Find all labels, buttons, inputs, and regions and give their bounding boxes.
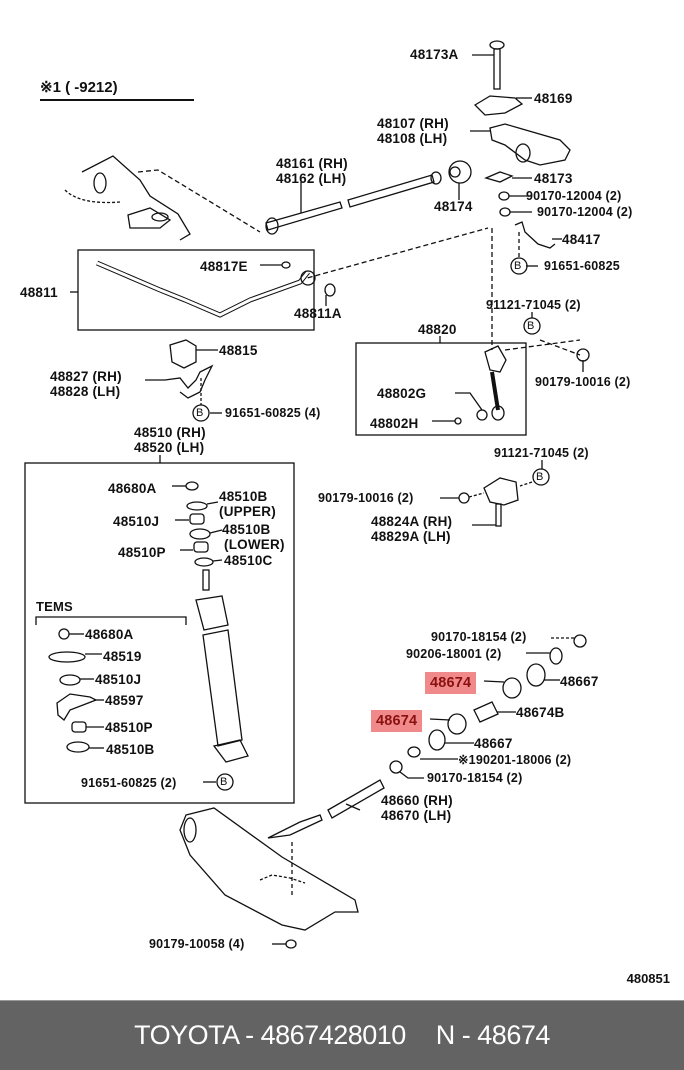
callout-b-letter: B [514,260,522,272]
part-label: 90179-10016 (2) [535,375,631,389]
part-label: 48802H [370,416,419,431]
part-label: 48680A [85,627,134,642]
part-label: 48173 [534,171,573,186]
part-label: 48510 (RH) [134,425,206,440]
part-label: 48510B [106,742,155,757]
header-underline [40,99,194,101]
part-label: 90179-10016 (2) [318,491,414,505]
part-label: 90179-10058 (4) [149,937,245,951]
diagram-header-title: ※1 ( -9212) [40,79,118,96]
plate-drawing [473,95,524,116]
part-label: 48510J [95,672,142,687]
part-label: 91651-60825 (4) [225,406,321,420]
callout-b-letter: B [220,776,228,788]
part-label: 48169 [534,91,573,106]
part-label: 91651-60825 (2) [81,776,177,790]
part-label: 48519 [103,649,142,664]
part-label: (UPPER) [219,504,276,519]
footer-bar: TOYOTA - 4867428010 N - 48674 [0,1000,684,1070]
diagram-drawing [24,40,590,949]
footer-brand-part-number: TOYOTA - 4867428010 [134,1020,406,1050]
part-label: 48811A [294,306,342,321]
part-label: 48161 (RH) [276,156,348,171]
part-label: 48510P [105,720,153,735]
callout-b-letter: B [536,471,544,483]
part-label: 48510P [118,545,166,560]
part-label: 48173A [410,47,459,62]
part-label: 48674B [516,705,565,720]
diagram-code: 480851 [626,971,670,986]
link-box [355,342,527,436]
part-label: 90206-18001 (2) [406,647,502,661]
parts-diagram: ※1 ( -9212) 48173A 48169 48107 (RH) 4810… [20,40,670,986]
part-label: 48107 (RH) [377,116,449,131]
shock-absorber-drawing [172,481,249,763]
part-label: 91651-60825 [544,259,620,273]
lower-arm-drawing [179,807,359,949]
part-label: 48811 [20,285,58,300]
frame-bracket-drawing [64,155,261,241]
strut-rod-parts-drawing [327,634,587,819]
stabilizer-box [77,249,315,331]
part-label: 48510B [219,489,268,504]
part-label: 91121-71045 (2) [486,298,581,312]
callout-b-drawing [192,257,550,791]
part-label: 48162 (LH) [276,171,347,186]
part-label: 48820 [418,322,457,337]
part-label: 48829A (LH) [371,529,451,544]
callout-b-letter: B [527,320,535,332]
tems-heading: TEMS [36,599,73,614]
part-label: 48510C [224,553,273,568]
part-label: 48108 (LH) [377,131,448,146]
part-label: 48827 (RH) [50,369,122,384]
upper-arm-drawing [470,123,571,166]
part-label: 48520 (LH) [134,440,205,455]
part-label: 48510J [113,514,160,529]
part-label: 91121-71045 (2) [494,446,589,460]
part-label: 48828 (LH) [50,384,121,399]
torsion-bar-drawing [265,160,472,235]
part-label: 48660 (RH) [381,793,453,808]
part-label: 90170-18154 (2) [431,630,527,644]
part-label: 90170-18154 (2) [427,771,523,785]
part-label: 48824A (RH) [371,514,453,529]
part-label: 48510B [222,522,271,537]
highlighted-part-label[interactable]: 48674 [425,672,477,694]
part-label: 48174 [434,199,473,214]
bolt-drawing [472,40,505,90]
part-label: 90170-12004 (2) [526,189,622,203]
part-label: 48817E [200,259,248,274]
footer-reference: N - 48674 [435,1020,551,1050]
part-label: 48667 [474,736,513,751]
part-label: 48597 [105,693,144,708]
part-label: 48667 [560,674,599,689]
part-label: 48802G [377,386,427,401]
part-label: 48680A [108,481,157,496]
callout-b-letter: B [196,407,204,419]
part-label: 48670 (LH) [381,808,452,823]
part-label: 90170-12004 (2) [537,205,633,219]
highlighted-part-label[interactable]: 48674 [371,710,423,732]
part-label: (LOWER) [224,537,285,552]
part-label: 48815 [219,343,258,358]
part-label: ※190201-18006 (2) [458,753,572,767]
part-label: 48417 [562,232,601,247]
